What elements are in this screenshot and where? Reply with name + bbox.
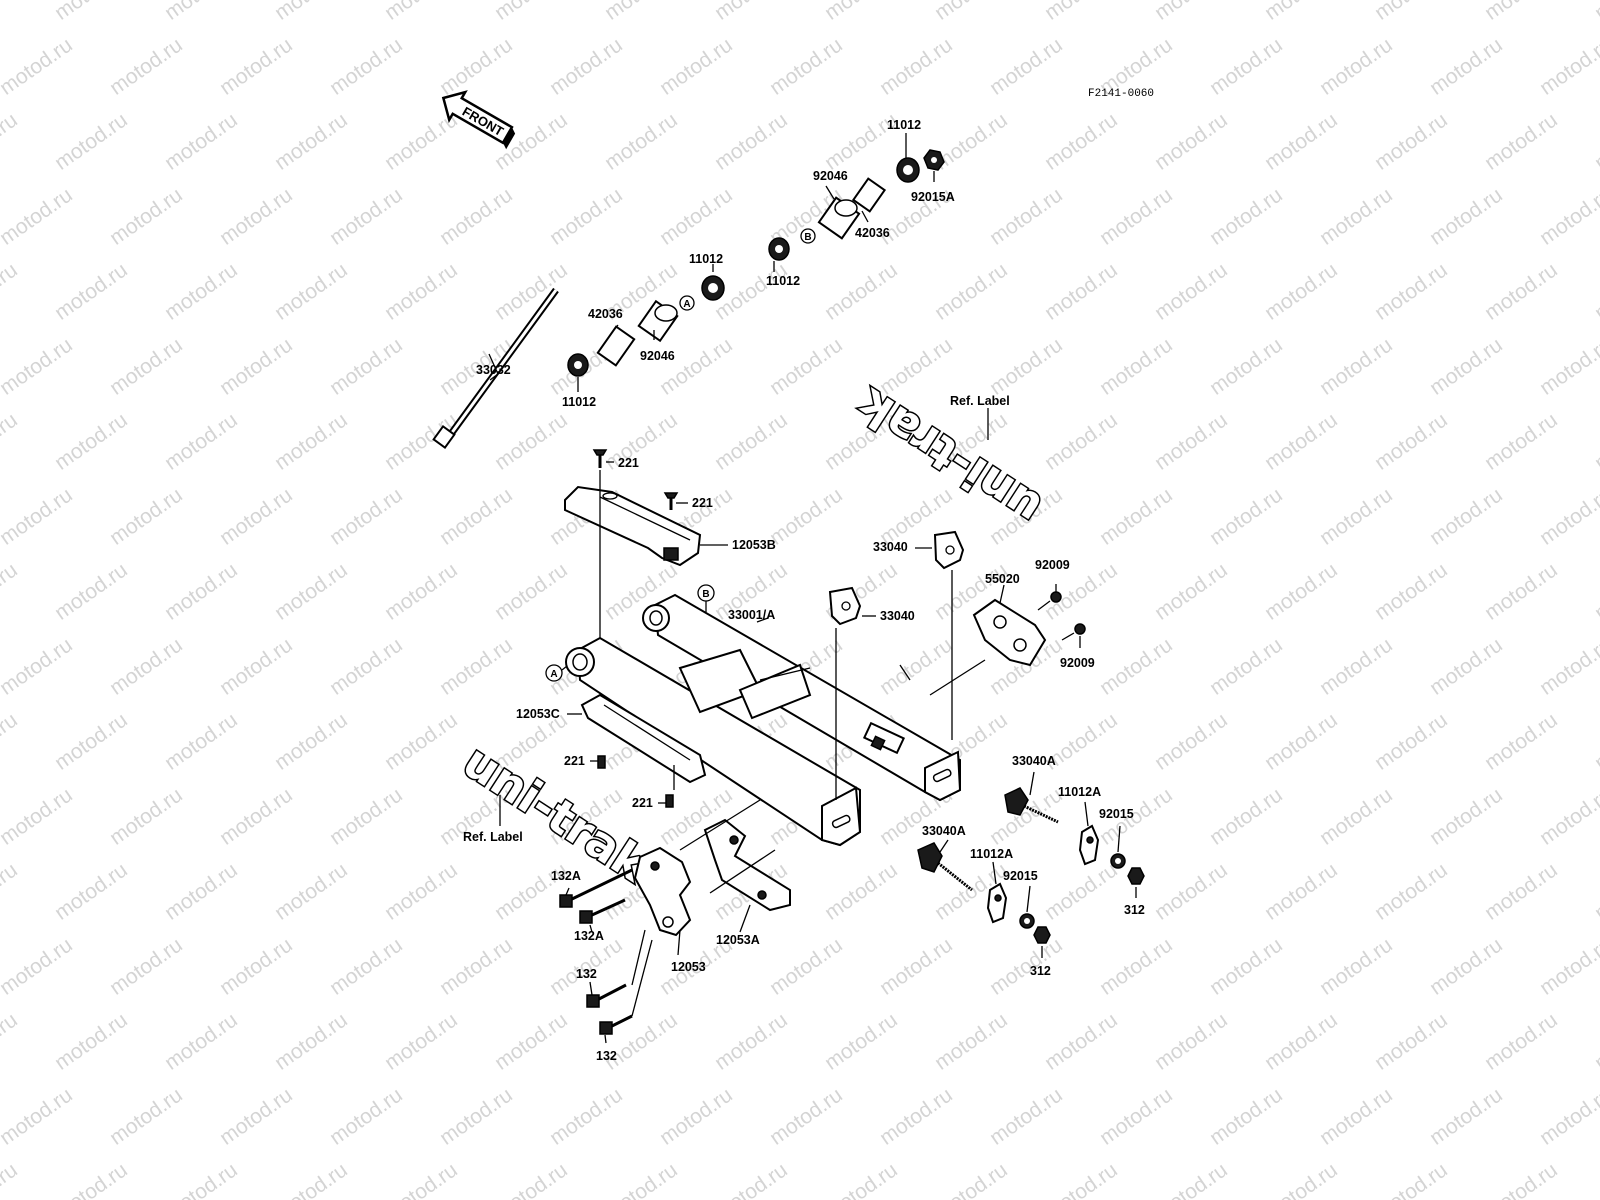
screw-221-b (663, 492, 679, 510)
swing-arm-33001 (565, 593, 962, 847)
part-label: 11012 (887, 118, 921, 132)
bolt-132-b (599, 1014, 633, 1035)
svg-text:A: A (550, 669, 557, 680)
screw-221-c (590, 755, 606, 769)
part-label: 12053C (516, 707, 560, 721)
part-label: 33001/A (728, 608, 775, 622)
plate-11012a-left (986, 882, 1008, 924)
part-label: 221 (692, 496, 713, 510)
callout-b-upper: B (800, 228, 816, 244)
nut-312-left (1033, 926, 1051, 944)
callout-a-arm: A (545, 664, 563, 682)
part-label: 33032 (476, 363, 511, 377)
bolt-92009-a (1037, 591, 1062, 611)
bushing-11012-b (701, 275, 725, 301)
callout-a-upper: A (679, 295, 695, 311)
svg-text:B: B (804, 232, 811, 243)
part-label: 42036 (855, 226, 890, 240)
chain-guide-12053a (703, 818, 791, 912)
part-label: 92009 (1060, 656, 1095, 670)
part-label: 132A (551, 869, 581, 883)
part-label: 12053 (671, 960, 706, 974)
svg-text:B: B (702, 589, 709, 600)
part-label: 92046 (640, 349, 675, 363)
part-label: 312 (1124, 903, 1145, 917)
part-label: 11012A (1058, 785, 1101, 799)
bushing-11012-c (768, 237, 790, 261)
part-label: 132 (596, 1049, 617, 1063)
part-label: 221 (618, 456, 639, 470)
sleeve-42036-b (851, 177, 887, 213)
nut-92015a (923, 149, 945, 171)
callout-b-arm: B (697, 584, 715, 602)
part-label: 11012 (766, 274, 800, 288)
part-label: 92015 (1099, 807, 1134, 821)
part-label: 12053B (732, 538, 776, 552)
nut-312-right (1127, 867, 1145, 885)
screw-221-d (658, 794, 674, 808)
part-label: 55020 (985, 572, 1020, 586)
figure-code: F2141-0060 (1088, 88, 1154, 100)
part-label: 42036 (588, 307, 623, 321)
part-label: 11012 (689, 252, 723, 266)
chain-guard-12053b (564, 485, 702, 567)
adjuster-33040a-right (1004, 787, 1059, 824)
screw-221-a (592, 449, 608, 468)
plate-11012a-right (1078, 824, 1100, 866)
bracket-55020 (972, 598, 1047, 667)
part-label: 92015 (1003, 869, 1038, 883)
part-label: 11012A (970, 847, 1013, 861)
ref-label-left: Ref. Label (463, 830, 523, 844)
washer-92015-left (1019, 913, 1035, 929)
chain-guard-12053c (580, 693, 707, 784)
bearing-92046-b (817, 196, 861, 240)
part-label: 132 (576, 967, 597, 981)
bushing-11012-a (567, 353, 589, 377)
part-label: 132A (574, 929, 604, 943)
adjuster-33040a-left (917, 842, 973, 892)
washer-92015-right (1110, 853, 1126, 869)
bushing-11012-d (896, 157, 920, 183)
part-label: 312 (1030, 964, 1051, 978)
part-label: 221 (632, 796, 653, 810)
block-33040-middle (828, 586, 862, 626)
part-label: 92015A (911, 190, 955, 204)
front-arrow-icon: FRONT (441, 90, 516, 150)
part-label: 11012 (562, 395, 596, 409)
pivot-bolt-33032 (432, 287, 559, 449)
bolt-92009-b (1061, 623, 1086, 641)
part-label: 33040 (880, 609, 915, 623)
part-label: 33040A (922, 824, 966, 838)
bolt-132a-b (579, 898, 626, 924)
chain-guide-12053 (633, 846, 692, 937)
ref-label-right: Ref. Label (950, 394, 1010, 408)
part-label: 33040 (873, 540, 908, 554)
part-labels: 11012 92015A 92046 42036 11012 11012 420… (463, 118, 1145, 1063)
svg-text:A: A (683, 299, 690, 310)
block-33040-upper (933, 530, 965, 570)
part-label: 92009 (1035, 558, 1070, 572)
part-label: 221 (564, 754, 585, 768)
bolt-132-a (586, 983, 627, 1008)
bearing-92046-a (637, 299, 679, 343)
sleeve-42036-a (596, 325, 636, 367)
part-label: 33040A (1012, 754, 1056, 768)
part-label: 12053A (716, 933, 760, 947)
part-label: 92046 (813, 169, 848, 183)
